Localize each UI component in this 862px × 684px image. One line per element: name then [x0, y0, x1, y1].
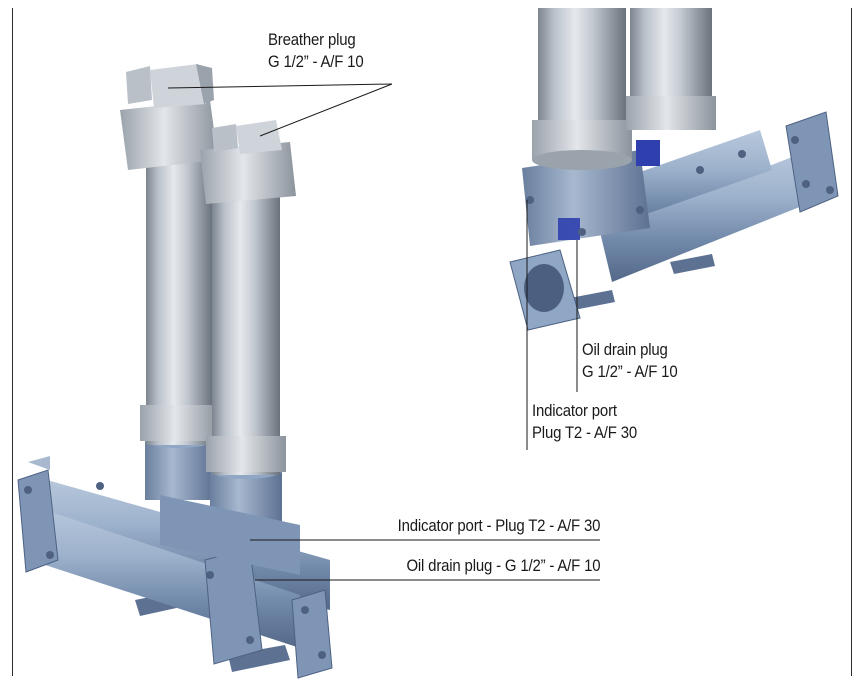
indicator-port-left-label: Indicator port - Plug T2 - A/F 30 — [397, 516, 600, 535]
oil-drain-right-spec: G 1/2” - A/F 10 — [582, 362, 678, 381]
leader-lines — [167, 83, 600, 581]
left-flange-1 — [17, 469, 59, 573]
right-end-flange — [785, 111, 839, 213]
left-foot-2 — [228, 645, 290, 672]
oil-drain-right-label: Oil drain plug G 1/2” - A/F 10 — [582, 340, 678, 382]
figure-frame — [12, 8, 852, 676]
left-valve-housing — [160, 495, 300, 575]
leader-breather-2 — [259, 83, 393, 137]
indicator-port-right-label: Indicator port Plug T2 - A/F 30 — [532, 401, 637, 443]
breather-plug-title: Breather plug — [268, 30, 356, 49]
right-blue-label — [636, 140, 660, 166]
right-base-block — [522, 150, 650, 246]
right-main-pipe — [600, 150, 822, 282]
left-cylinder-1-base — [145, 440, 213, 500]
left-cylinder-2-collar — [206, 436, 286, 472]
oil-drain-right-title: Oil drain plug — [582, 340, 668, 359]
left-cylinder-1 — [146, 150, 212, 445]
leader-breather-1 — [167, 83, 393, 89]
oil-drain-left-label: Oil drain plug - G 1/2” - A/F 10 — [406, 556, 600, 575]
right-filter-assembly — [509, 8, 839, 331]
breather-plug-spec: G 1/2” - A/F 10 — [268, 52, 364, 71]
left-cylinder-2-head — [200, 142, 296, 204]
indicator-port-right-spec: Plug T2 - A/F 30 — [532, 423, 638, 442]
left-filter-assembly — [17, 64, 333, 679]
left-cylinder-2 — [212, 190, 280, 475]
breather-plug-label: Breather plug G 1/2” - A/F 10 — [268, 30, 364, 72]
left-cylinder-1-head — [120, 100, 218, 170]
left-flange-3 — [291, 589, 333, 679]
indicator-port-right-title: Indicator port — [532, 401, 617, 420]
left-cylinder-1-collar — [140, 405, 218, 441]
